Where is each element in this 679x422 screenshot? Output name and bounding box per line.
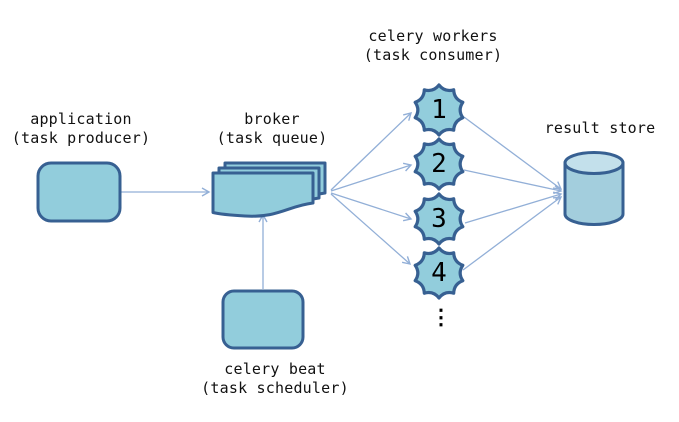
worker-number-1: 1 [431, 95, 447, 125]
application-node [36, 161, 122, 223]
arrow-worker-1-to-store [463, 116, 563, 190]
arrow-worker-3-to-store [464, 191, 563, 224]
arrow-broker-to-worker-1 [330, 112, 413, 191]
worker-number-3: 3 [431, 204, 447, 234]
more-workers-ellipsis: ⋮ [430, 305, 452, 329]
result-store-label: result store [545, 119, 656, 138]
celery-beat-label: celery beat (task scheduler) [201, 360, 349, 398]
broker-doc-front [211, 171, 315, 218]
result-store-node [563, 151, 625, 226]
broker-subtitle: (task queue) [216, 129, 328, 147]
worker-node-1 [413, 83, 465, 137]
arrow-broker-to-worker-3 [330, 192, 413, 222]
cylinder-top [563, 151, 625, 175]
worker-number-4: 4 [431, 258, 447, 288]
worker-node-4 [413, 246, 465, 300]
celery-beat-title: celery beat [224, 360, 326, 378]
celery-beat-subtitle: (task scheduler) [201, 379, 349, 397]
arrow-worker-4-to-store [462, 196, 563, 271]
application-title: application [30, 110, 132, 128]
arrow-worker-2-to-store [463, 169, 563, 195]
worker-node-2 [413, 137, 465, 191]
worker-number-2: 2 [431, 149, 447, 179]
workers-title: celery workers [368, 27, 498, 45]
celery-beat-node [221, 289, 305, 350]
workers-subtitle: (task consumer) [363, 46, 503, 64]
application-subtitle: (task producer) [11, 129, 151, 147]
arrow-broker-to-worker-4 [330, 193, 412, 265]
broker-node [211, 161, 327, 218]
workers-label: celery workers (task consumer) [364, 27, 502, 65]
arrow-broker-to-worker-2 [330, 162, 413, 192]
broker-title: broker [244, 110, 300, 128]
application-label: application (task producer) [12, 110, 150, 148]
result-store-title: result store [544, 119, 656, 137]
broker-label: broker (task queue) [217, 110, 328, 148]
cylinder-body [563, 161, 625, 226]
worker-node-3 [413, 192, 465, 246]
